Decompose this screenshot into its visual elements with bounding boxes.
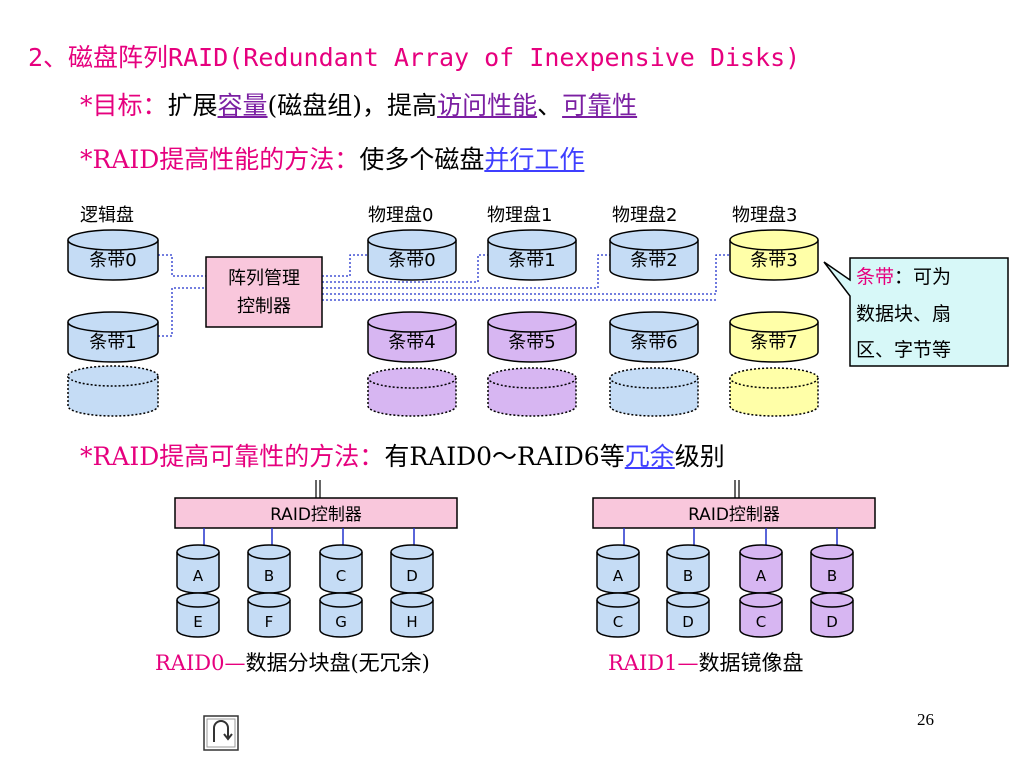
physical-disk0-empty (367, 367, 457, 417)
svg-text:E: E (193, 613, 202, 631)
physical-disk3-empty (729, 367, 819, 417)
raid1-mirror-disk-c: C (739, 592, 783, 638)
logical-disk-stripe1: 条带1 (67, 311, 159, 363)
raid0-disk-a: A (176, 544, 220, 594)
svg-text:RAID控制器: RAID控制器 (688, 505, 780, 525)
reliability-line: *RAID提高可靠性的方法：有RAID0～RAID6等冗余级别 (80, 437, 725, 473)
svg-text:F: F (265, 613, 274, 631)
redundancy-link[interactable]: 冗余 (624, 442, 675, 471)
svg-text:G: G (335, 613, 347, 631)
svg-text:C: C (756, 613, 766, 631)
svg-text:A: A (756, 567, 767, 585)
svg-text:B: B (264, 567, 274, 585)
physical-disk-label-0: 物理盘0 (368, 205, 433, 226)
goal-prefix: *目标： (80, 91, 168, 120)
perf-text: 使多个磁盘 (359, 145, 485, 174)
performance-line: *RAID提高性能的方法：使多个磁盘并行工作 (80, 140, 584, 176)
capacity-link[interactable]: 容量 (217, 91, 268, 120)
svg-text:条带0: 条带0 (388, 250, 435, 271)
physical-disk0-stripe0: 条带0 (367, 229, 457, 281)
svg-text:C: C (613, 613, 623, 631)
svg-text:H: H (406, 613, 417, 631)
physical-disk0-stripe4: 条带4 (367, 311, 457, 363)
array-controller (205, 256, 323, 328)
raid1-disk-d: D (666, 592, 710, 638)
raid1-diagram: RAID控制器 A B A B C D C D RAID1—数据镜像盘 (592, 480, 876, 675)
raid1-controller (592, 497, 876, 529)
svg-text:C: C (336, 567, 346, 585)
raid0-disk-e: E (176, 592, 220, 638)
array-controller-line1: 阵列管理 (228, 268, 300, 289)
reliability-link[interactable]: 可靠性 (562, 91, 638, 120)
page-heading: 2、磁盘阵列RAID(Redundant Array of Inexpensiv… (28, 43, 801, 72)
physical-disk2-stripe2: 条带2 (609, 229, 699, 281)
logical-disk-stripe0: 条带0 (67, 229, 159, 281)
goal-text1: 扩展 (167, 91, 218, 120)
raid0-disk-c: C (319, 544, 363, 594)
svg-text:B: B (827, 567, 837, 585)
raid1-disk-b: B (666, 544, 710, 594)
svg-text:条带7: 条带7 (750, 332, 797, 353)
physical-disk1-empty (487, 367, 577, 417)
page-number: 26 (917, 710, 934, 729)
raid0-disk-f: F (247, 592, 291, 638)
raid1-mirror-disk-d: D (810, 592, 854, 638)
callout-line1: 条带：可为 (856, 266, 951, 288)
parallel-work-link[interactable]: 并行工作 (484, 145, 585, 174)
raid0-disk-d: D (390, 544, 434, 594)
svg-text:条带3: 条带3 (750, 250, 797, 271)
stripe-callout: 条带：可为 数据块、扇 区、字节等 (823, 257, 1009, 367)
svg-text:A: A (613, 567, 624, 585)
raid0-disk-g: G (319, 592, 363, 638)
reliability-text1: 有RAID0～RAID6等 (384, 442, 625, 471)
raid0-diagram: RAID控制器 A B C D E F G H RAID0—数据分块盘(无冗余) (155, 480, 458, 675)
svg-text:A: A (193, 567, 204, 585)
physical-disk-label-2: 物理盘2 (612, 205, 677, 226)
striping-diagram: 逻辑盘 物理盘0 物理盘1 物理盘2 物理盘3 阵列管理 控制器 条带0 条带1… (67, 205, 1009, 417)
svg-text:条带4: 条带4 (388, 332, 435, 353)
reliability-prefix: *RAID提高可靠性的方法： (80, 442, 385, 471)
callout-line3: 区、字节等 (856, 339, 951, 361)
raid1-caption: RAID1—数据镜像盘 (608, 651, 803, 675)
raid1-mirror-disk-a: A (739, 544, 783, 594)
logical-disk-label: 逻辑盘 (80, 205, 134, 226)
svg-text:条带1: 条带1 (508, 250, 555, 271)
physical-disk2-stripe6: 条带6 (609, 311, 699, 363)
svg-text:B: B (683, 567, 693, 585)
raid0-controller (174, 497, 458, 529)
raid1-disk-a: A (596, 544, 640, 594)
svg-text:D: D (406, 567, 418, 585)
raid1-disk-c: C (596, 592, 640, 638)
svg-text:条带0: 条带0 (89, 250, 136, 271)
svg-text:条带1: 条带1 (89, 332, 136, 353)
physical-disk-label-3: 物理盘3 (732, 205, 797, 226)
svg-text:D: D (826, 613, 838, 631)
raid0-disk-b: B (247, 544, 291, 594)
perf-prefix: *RAID提高性能的方法： (80, 145, 360, 174)
physical-disk3-stripe7: 条带7 (729, 311, 819, 363)
raid1-mirror-disk-b: B (810, 544, 854, 594)
svg-text:D: D (682, 613, 694, 631)
svg-text:条带6: 条带6 (630, 332, 677, 353)
goal-text2: (磁盘组)，提高 (267, 91, 438, 120)
svg-text:条带2: 条带2 (630, 250, 677, 271)
raid0-disk-h: H (390, 592, 434, 638)
physical-disk2-empty (609, 367, 699, 417)
physical-disk-label-1: 物理盘1 (487, 205, 552, 226)
logical-disk-empty (67, 365, 159, 417)
array-controller-line2: 控制器 (237, 296, 291, 317)
access-performance-link[interactable]: 访问性能 (437, 91, 538, 120)
svg-text:RAID控制器: RAID控制器 (270, 505, 362, 525)
return-icon[interactable] (203, 715, 239, 751)
physical-disk3-stripe3: 条带3 (729, 229, 819, 281)
physical-disk1-stripe5: 条带5 (487, 311, 577, 363)
reliability-text2: 级别 (674, 442, 725, 471)
goal-line: *目标：扩展容量(磁盘组)，提高访问性能、可靠性 (80, 86, 637, 122)
raid0-caption: RAID0—数据分块盘(无冗余) (155, 651, 430, 675)
svg-text:条带5: 条带5 (508, 332, 555, 353)
callout-line2: 数据块、扇 (856, 303, 951, 325)
physical-disk1-stripe1: 条带1 (487, 229, 577, 281)
goal-sep: 、 (537, 91, 563, 120)
